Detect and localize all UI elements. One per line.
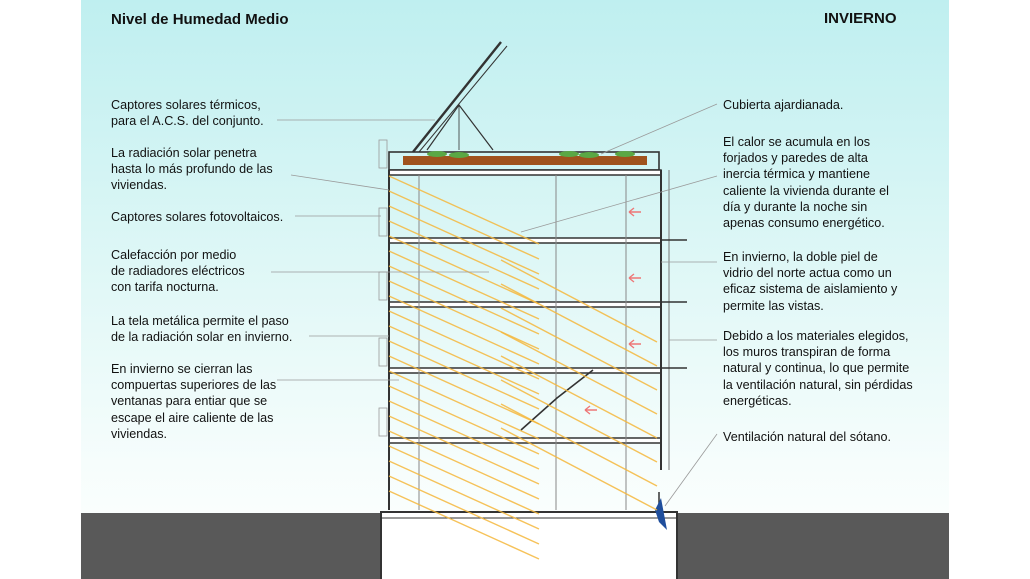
label-electric-heating: Calefacción por medio de radiadores eléc… bbox=[111, 248, 245, 295]
sun-ray-deep-3 bbox=[500, 331, 658, 415]
label-solar-thermal: Captores solares térmicos, para el A.C.S… bbox=[111, 98, 264, 129]
sun-ray-14 bbox=[388, 385, 540, 455]
roof-plant-3 bbox=[579, 152, 599, 158]
sun-ray-deep-5 bbox=[500, 379, 658, 463]
sun-ray-2 bbox=[388, 205, 540, 275]
building-section-drawing bbox=[271, 41, 718, 579]
sun-ray-7 bbox=[388, 280, 540, 350]
sun-ray-deep-0 bbox=[500, 259, 658, 343]
ventilation-arrow bbox=[655, 498, 667, 530]
heat-arrow-1 bbox=[628, 273, 641, 283]
sun-ray-15 bbox=[388, 400, 540, 470]
solar-collector-panel bbox=[412, 41, 502, 153]
diagram-slide: Nivel de Humedad Medio INVIERNO Captores… bbox=[81, 0, 949, 579]
floor-slab-2 bbox=[388, 301, 662, 308]
leader-line-10 bbox=[664, 433, 718, 507]
sun-ray-5 bbox=[388, 250, 540, 320]
sun-ray-9 bbox=[388, 310, 540, 380]
heat-arrow-0 bbox=[628, 207, 641, 217]
season-title: INVIERNO bbox=[824, 10, 897, 27]
basement bbox=[380, 511, 678, 579]
heat-arrow-2 bbox=[628, 339, 641, 349]
label-breathing-walls: Debido a los materiales elegidos, los mu… bbox=[723, 329, 913, 408]
sun-ray-21 bbox=[388, 490, 540, 560]
floor-slab-0 bbox=[388, 169, 662, 176]
green-roof-soil bbox=[403, 156, 647, 165]
metal-mesh-2 bbox=[378, 271, 388, 301]
leader-line-1 bbox=[290, 174, 390, 191]
sun-ray-16 bbox=[388, 415, 540, 485]
sun-ray-11 bbox=[388, 340, 540, 410]
label-photovoltaic: Captores solares fotovoltaicos. bbox=[111, 210, 284, 224]
sun-ray-deep-4 bbox=[500, 355, 658, 439]
sun-ray-4 bbox=[388, 235, 540, 305]
label-basement-ventilation: Ventilación natural del sótano. bbox=[723, 430, 892, 444]
label-window-gates: En invierno se cierran las compuertas su… bbox=[111, 362, 277, 441]
label-solar-penetration: La radiación solar penetra hasta lo más … bbox=[111, 146, 273, 193]
leader-line-6 bbox=[600, 103, 718, 155]
sun-ray-deep-7 bbox=[500, 427, 658, 511]
roof-plant-0 bbox=[427, 151, 447, 157]
label-green-roof: Cubierta ajardianada. bbox=[723, 98, 844, 112]
solar-collector-panel-edge bbox=[418, 45, 508, 153]
metal-mesh-0 bbox=[378, 139, 388, 169]
label-metal-mesh: La tela metálica permite el paso de la r… bbox=[111, 314, 293, 345]
sun-ray-6 bbox=[388, 265, 540, 335]
roof-plant-4 bbox=[615, 151, 635, 157]
sun-ray-10 bbox=[388, 325, 540, 395]
leader-line-7 bbox=[520, 175, 718, 233]
metal-mesh-4 bbox=[378, 407, 388, 437]
sun-ray-12 bbox=[388, 355, 540, 425]
label-thermal-inertia: El calor se acumula en los forjados y pa… bbox=[723, 135, 889, 231]
metal-mesh-1 bbox=[378, 207, 388, 237]
collector-support bbox=[426, 103, 494, 151]
sun-ray-deep-2 bbox=[500, 307, 658, 391]
sun-ray-20 bbox=[388, 475, 540, 545]
heat-arrow-3 bbox=[584, 405, 597, 415]
label-double-skin: En invierno, la doble piel de vidrio del… bbox=[723, 250, 898, 313]
sun-ray-8 bbox=[388, 295, 540, 365]
roof-plant-1 bbox=[449, 152, 469, 158]
sun-ray-1 bbox=[388, 190, 540, 260]
sun-ray-0 bbox=[388, 175, 540, 245]
sun-ray-13 bbox=[388, 370, 540, 440]
staircase bbox=[520, 369, 594, 431]
metal-mesh-3 bbox=[378, 337, 388, 367]
sun-ray-deep-6 bbox=[500, 403, 658, 487]
sun-ray-19 bbox=[388, 460, 540, 530]
sun-ray-3 bbox=[388, 220, 540, 290]
sun-ray-17 bbox=[388, 430, 540, 500]
sun-ray-18 bbox=[388, 445, 540, 515]
sun-ray-deep-1 bbox=[500, 283, 658, 367]
page-title: Nivel de Humedad Medio bbox=[111, 11, 289, 28]
roof-plant-2 bbox=[559, 151, 579, 157]
